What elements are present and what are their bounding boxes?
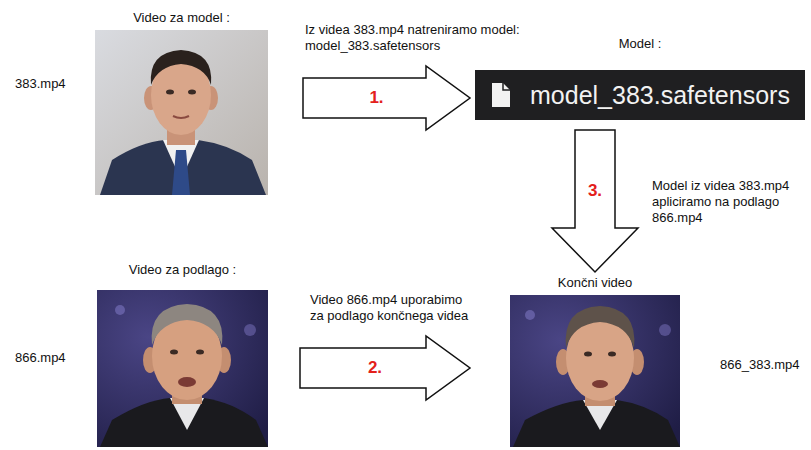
video-node: Končni video 866_383.mp4	[510, 275, 800, 447]
file-icon	[490, 82, 512, 108]
annotation-text: Iz videa 383.mp4 natreniramo model: mode…	[305, 22, 570, 54]
file-name: 383.mp4	[15, 76, 66, 92]
file-name: 866.mp4	[15, 350, 66, 366]
model-heading: Model :	[475, 36, 805, 52]
photo-heading: Končni video	[510, 275, 680, 291]
block-arrow	[552, 130, 638, 272]
video-node: Video za podlago : 866.mp4	[15, 262, 268, 447]
video-node: Video za model : 383.mp4	[15, 8, 268, 195]
step-number: 3.	[586, 181, 604, 201]
block-arrow	[303, 66, 470, 130]
file-name: model_383.safetensors	[530, 80, 790, 110]
step-number: 1.	[367, 88, 385, 108]
file-node: Model : model_383.safetensors	[475, 36, 805, 120]
photo-heading: Video za model :	[95, 10, 268, 26]
file-name: 866_383.mp4	[720, 357, 800, 373]
step-number: 2.	[366, 358, 384, 378]
photo-result	[510, 295, 680, 447]
annotation-text: Model iz videa 383.mp4 apliciramo na pod…	[652, 178, 807, 226]
photo-model	[95, 30, 268, 195]
photo-base	[97, 290, 268, 447]
block-arrow	[300, 336, 470, 400]
file-box: model_383.safetensors	[475, 70, 805, 120]
annotation-text: Video 866.mp4 uporabimo za podlago končn…	[310, 292, 475, 324]
photo-heading: Video za podlago :	[97, 262, 268, 278]
